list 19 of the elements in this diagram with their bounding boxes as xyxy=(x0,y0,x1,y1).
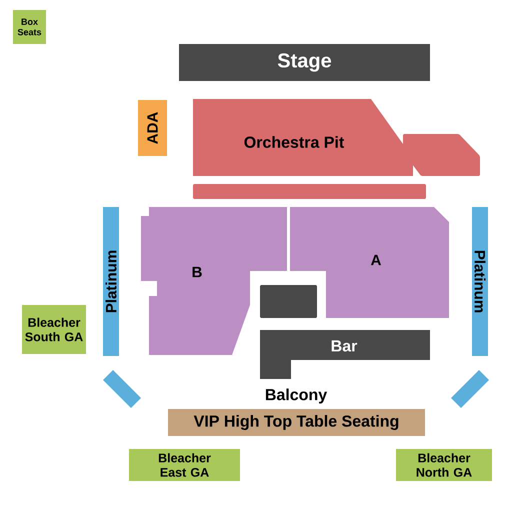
seating-section: ADA xyxy=(138,100,167,156)
seating-section: Bleacher South GA xyxy=(22,305,86,354)
stage-area: Stage xyxy=(179,44,430,81)
seating-section: Bleacher East GA xyxy=(129,449,240,481)
seating-section: VIP High Top Table Seating xyxy=(168,409,425,436)
bar-area: Bar xyxy=(260,330,430,379)
floor-block xyxy=(260,285,317,318)
seating-section: Platinum xyxy=(472,207,488,356)
seating-section xyxy=(451,370,489,408)
seating-section xyxy=(193,184,426,199)
seating-section: B xyxy=(141,207,287,355)
seating-section xyxy=(103,370,141,408)
seating-section xyxy=(403,134,480,176)
seating-section: A xyxy=(290,207,449,318)
seating-section: Orchestra Pit xyxy=(193,99,413,176)
seating-section: Box Seats xyxy=(13,10,46,44)
area-label: Balcony xyxy=(266,388,328,404)
seating-section: Bleacher North GA xyxy=(396,449,492,481)
seating-section: Platinum xyxy=(103,207,119,356)
